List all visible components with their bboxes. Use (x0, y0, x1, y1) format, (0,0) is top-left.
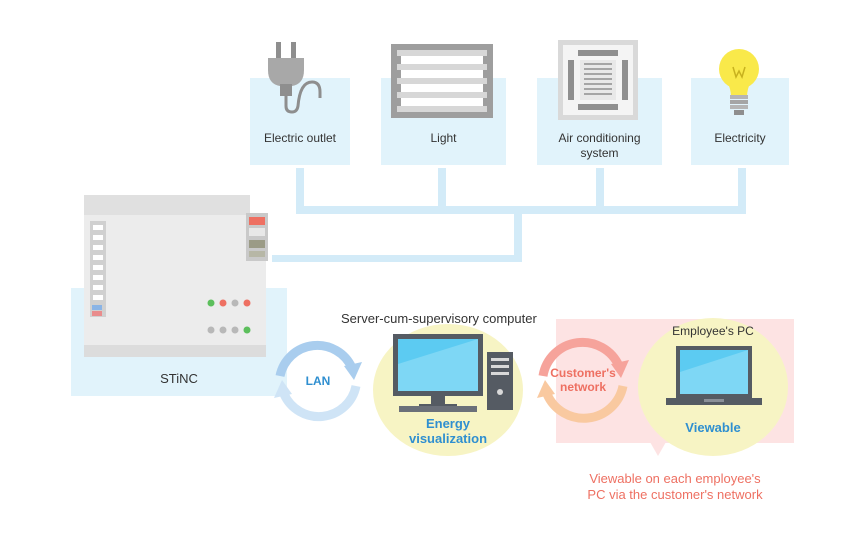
air-conditioner-icon (558, 40, 638, 120)
connector-to-stinc (272, 255, 522, 262)
employee-caption: Viewable (685, 420, 741, 435)
device-label-ac: Air conditioning system (558, 131, 641, 160)
server-caption-line2: visualization (408, 431, 488, 446)
connector-electricity (738, 168, 746, 214)
lan-cycle-arrows-icon (274, 340, 362, 422)
server-title: Server-cum-supervisory computer (341, 311, 537, 326)
fluorescent-light-icon (391, 44, 493, 118)
network-label-line1: Customer's (550, 366, 616, 380)
connector-light (438, 168, 446, 214)
stinc-label: STiNC (160, 371, 198, 386)
connector-down (514, 210, 522, 262)
connector-ac (596, 168, 604, 214)
employee-title: Employee's PC (672, 324, 754, 338)
device-label-light: Light (430, 131, 457, 145)
device-label-outlet: Electric outlet (263, 131, 337, 145)
note-pointer (650, 442, 666, 456)
network-label-line2: network (559, 380, 606, 394)
server-caption-line1: Energy (425, 416, 471, 431)
stinc-device-icon (84, 195, 268, 357)
network-cycle-arrows-icon (537, 337, 629, 423)
light-bulb-icon (719, 49, 759, 115)
desktop-computer-icon (393, 334, 513, 412)
device-label-electricity: Electricity (714, 131, 766, 145)
connector-outlet (296, 168, 304, 214)
laptop-icon (666, 346, 762, 405)
electric-plug-icon (268, 42, 322, 114)
note-line2: PC via the customer's network (587, 487, 763, 502)
lan-label: LAN (305, 374, 331, 388)
note-line1: Viewable on each employee's (589, 471, 761, 486)
